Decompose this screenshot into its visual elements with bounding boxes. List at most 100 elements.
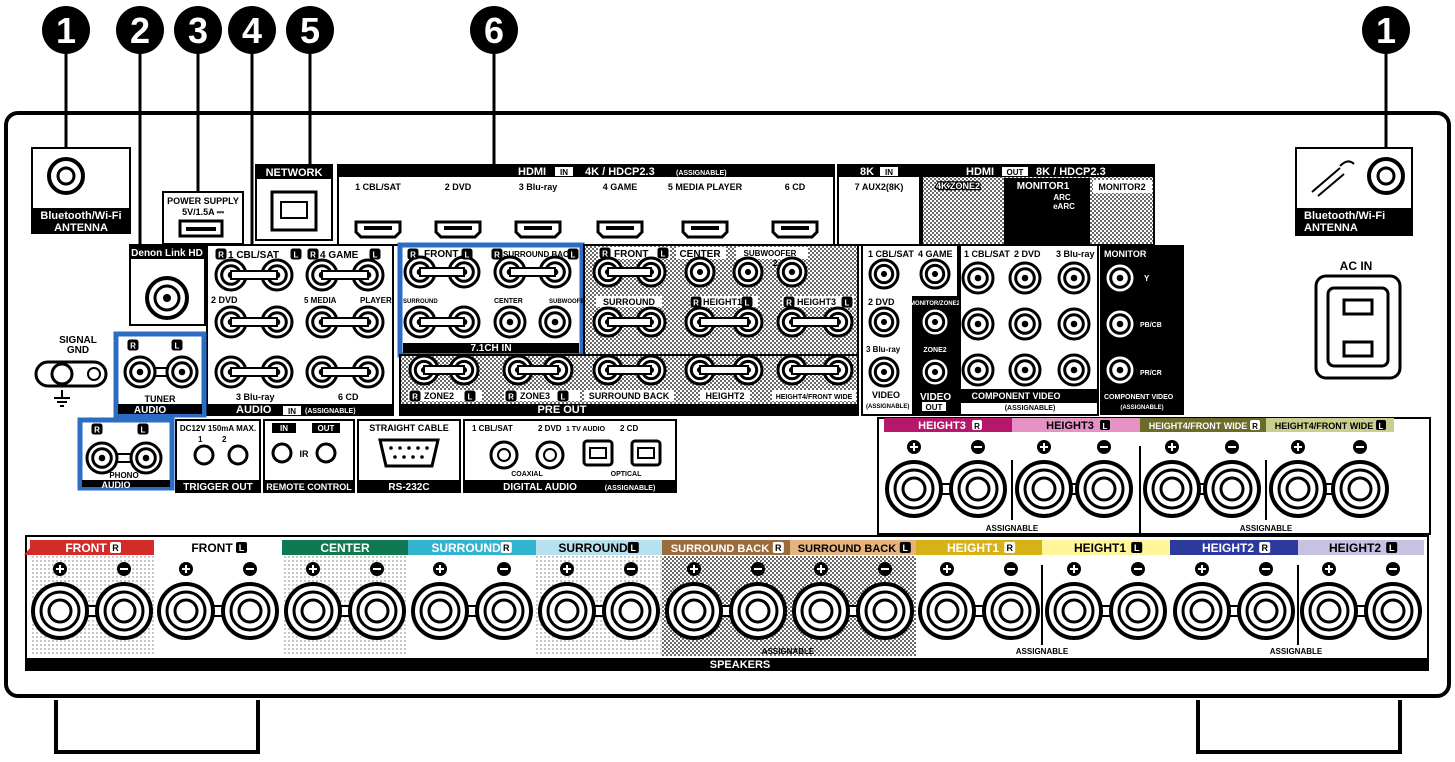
svg-text:CENTER: CENTER (320, 541, 370, 555)
speaker-terminal-24[interactable] (1045, 582, 1103, 640)
rs232-port[interactable] (378, 438, 440, 468)
speaker-terminal-7[interactable] (1331, 460, 1389, 518)
hdmi-in-port-3[interactable] (514, 220, 562, 239)
svg-text:SURROUND BACK: SURROUND BACK (503, 250, 575, 259)
speaker-terminal-21[interactable] (856, 582, 914, 640)
rca-jack[interactable] (1057, 261, 1091, 295)
rca-jack[interactable] (961, 261, 995, 295)
gnd-terminal[interactable] (50, 362, 74, 386)
speaker-terminal-6[interactable] (1269, 460, 1327, 518)
speaker-terminal-2[interactable] (1015, 460, 1073, 518)
optical-2-port[interactable] (630, 439, 662, 467)
callout-6: 6 (470, 6, 518, 54)
svg-text:OUT: OUT (318, 424, 335, 433)
svg-text:8K / HDCP2.3: 8K / HDCP2.3 (1036, 166, 1106, 178)
speaker-terminal-10[interactable] (157, 582, 215, 640)
svg-text:FRONT: FRONT (65, 541, 107, 555)
rca-jack[interactable] (1103, 353, 1137, 387)
speaker-terminal-18[interactable] (665, 582, 723, 640)
rca-jack[interactable] (85, 441, 119, 475)
speaker-terminal-12[interactable] (284, 582, 342, 640)
rca-jack[interactable] (1008, 353, 1042, 387)
svg-text:R: R (410, 251, 416, 260)
rca-jack[interactable] (868, 356, 900, 388)
speaker-terminal-22[interactable] (918, 582, 976, 640)
speaker-terminal-9[interactable] (95, 582, 153, 640)
speaker-terminal-15[interactable] (475, 582, 533, 640)
rca-jack[interactable] (868, 306, 900, 338)
svg-text:R: R (130, 342, 136, 351)
speaker-terminal-26[interactable] (1173, 582, 1231, 640)
svg-text:4 GAME: 4 GAME (918, 249, 953, 259)
callouts: 1 2 3 4 5 6 1 (42, 6, 1410, 54)
rca-jack[interactable] (961, 307, 995, 341)
rca-jack[interactable] (919, 356, 951, 388)
svg-text:7.1CH IN: 7.1CH IN (470, 343, 511, 354)
hdmi-in-port-4[interactable] (596, 220, 644, 239)
rca-jack[interactable] (123, 355, 157, 389)
svg-text:HEIGHT4/FRONT WIDE: HEIGHT4/FRONT WIDE (1149, 421, 1248, 431)
speaker-terminal-25[interactable] (1109, 582, 1167, 640)
rca-jack[interactable] (868, 258, 900, 290)
rca-jack[interactable] (732, 256, 764, 288)
hdmi-in-port-5[interactable] (681, 220, 729, 239)
hdmi-in-port-2[interactable] (434, 220, 482, 239)
remote-in-jack[interactable] (271, 442, 293, 464)
svg-text:R: R (775, 543, 782, 553)
speaker-terminal-11[interactable] (221, 582, 279, 640)
speaker-terminal-23[interactable] (982, 582, 1040, 640)
speaker-terminal-17[interactable] (602, 582, 660, 640)
svg-text:SURROUND BACK: SURROUND BACK (671, 543, 769, 555)
rca-jack[interactable] (165, 355, 199, 389)
rca-jack[interactable] (961, 353, 995, 387)
rca-jack[interactable] (684, 256, 716, 288)
rca-jack[interactable] (1103, 261, 1137, 295)
rca-jack[interactable] (129, 441, 163, 475)
rca-jack[interactable] (538, 305, 572, 339)
speaker-terminal-19[interactable] (729, 582, 787, 640)
hdmi-8k-in-block: 8K IN 7 AUX2(8K) (837, 164, 921, 246)
speaker-terminal-28[interactable] (1300, 582, 1358, 640)
speaker-terminal-1[interactable] (949, 460, 1007, 518)
rca-jack[interactable] (1103, 307, 1137, 341)
speaker-terminal-0[interactable] (885, 460, 943, 518)
speaker-terminal-5[interactable] (1203, 460, 1261, 518)
speaker-terminal-27[interactable] (1237, 582, 1295, 640)
callout-4: 4 (228, 6, 276, 54)
speaker-terminal-16[interactable] (538, 582, 596, 640)
hdmi-in-port-6[interactable] (771, 220, 819, 239)
svg-text:4 GAME: 4 GAME (603, 182, 638, 192)
svg-text:L: L (465, 251, 470, 260)
speaker-terminal-3[interactable] (1075, 460, 1133, 518)
rca-jack[interactable] (919, 306, 951, 338)
svg-text:8K: 8K (860, 166, 874, 178)
rca-jack[interactable] (493, 305, 527, 339)
optical-1-port[interactable] (582, 439, 614, 467)
svg-text:REMOTE CONTROL: REMOTE CONTROL (266, 482, 352, 492)
rca-jack[interactable] (1008, 261, 1042, 295)
speaker-terminal-14[interactable] (411, 582, 469, 640)
rca-jack[interactable] (1057, 353, 1091, 387)
right-antenna-block: Bluetooth/Wi-Fi ANTENNA (1295, 147, 1413, 236)
svg-text:1: 1 (198, 435, 203, 444)
svg-text:CENTER: CENTER (679, 249, 721, 260)
trigger-2-jack[interactable] (227, 444, 249, 466)
speaker-terminal-29[interactable] (1364, 582, 1422, 640)
svg-text:Bluetooth/Wi-Fi: Bluetooth/Wi-Fi (1304, 210, 1385, 222)
rca-jack[interactable] (1057, 307, 1091, 341)
rca-jack[interactable] (1008, 307, 1042, 341)
rca-jack[interactable] (919, 258, 951, 290)
speaker-terminal-13[interactable] (348, 582, 406, 640)
speaker-terminal-20[interactable] (792, 582, 850, 640)
remote-out-jack[interactable] (315, 442, 337, 464)
ground-icon (54, 390, 70, 407)
svg-text:L: L (1134, 543, 1140, 553)
rca-jack[interactable] (776, 256, 808, 288)
svg-text:2 DVD: 2 DVD (211, 295, 238, 305)
trigger-1-jack[interactable] (193, 444, 215, 466)
speaker-terminal-8[interactable] (31, 582, 89, 640)
speaker-terminal-4[interactable] (1143, 460, 1201, 518)
hdmi-in-port-1[interactable] (354, 220, 402, 239)
